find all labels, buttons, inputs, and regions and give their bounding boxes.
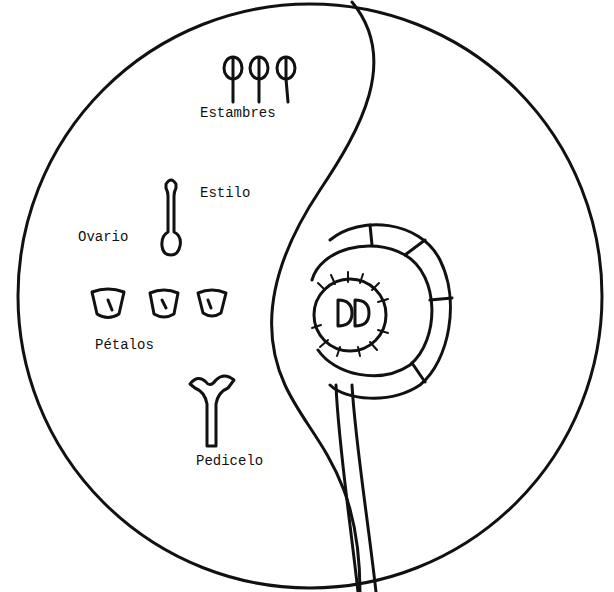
part-label: Ovario [78,230,128,245]
part-label: Estambres [200,106,276,121]
view-circle [18,4,602,588]
s-curve [272,2,374,592]
stamen-icons [224,57,295,102]
petal-icons [92,289,226,318]
pedicel-icon [190,376,234,446]
part-label: Estilo [200,186,250,201]
part-label: Pedicelo [196,454,263,469]
flower-drawing [312,225,452,592]
part-label: Pétalos [95,338,154,353]
style-ovary-icon [162,180,181,255]
